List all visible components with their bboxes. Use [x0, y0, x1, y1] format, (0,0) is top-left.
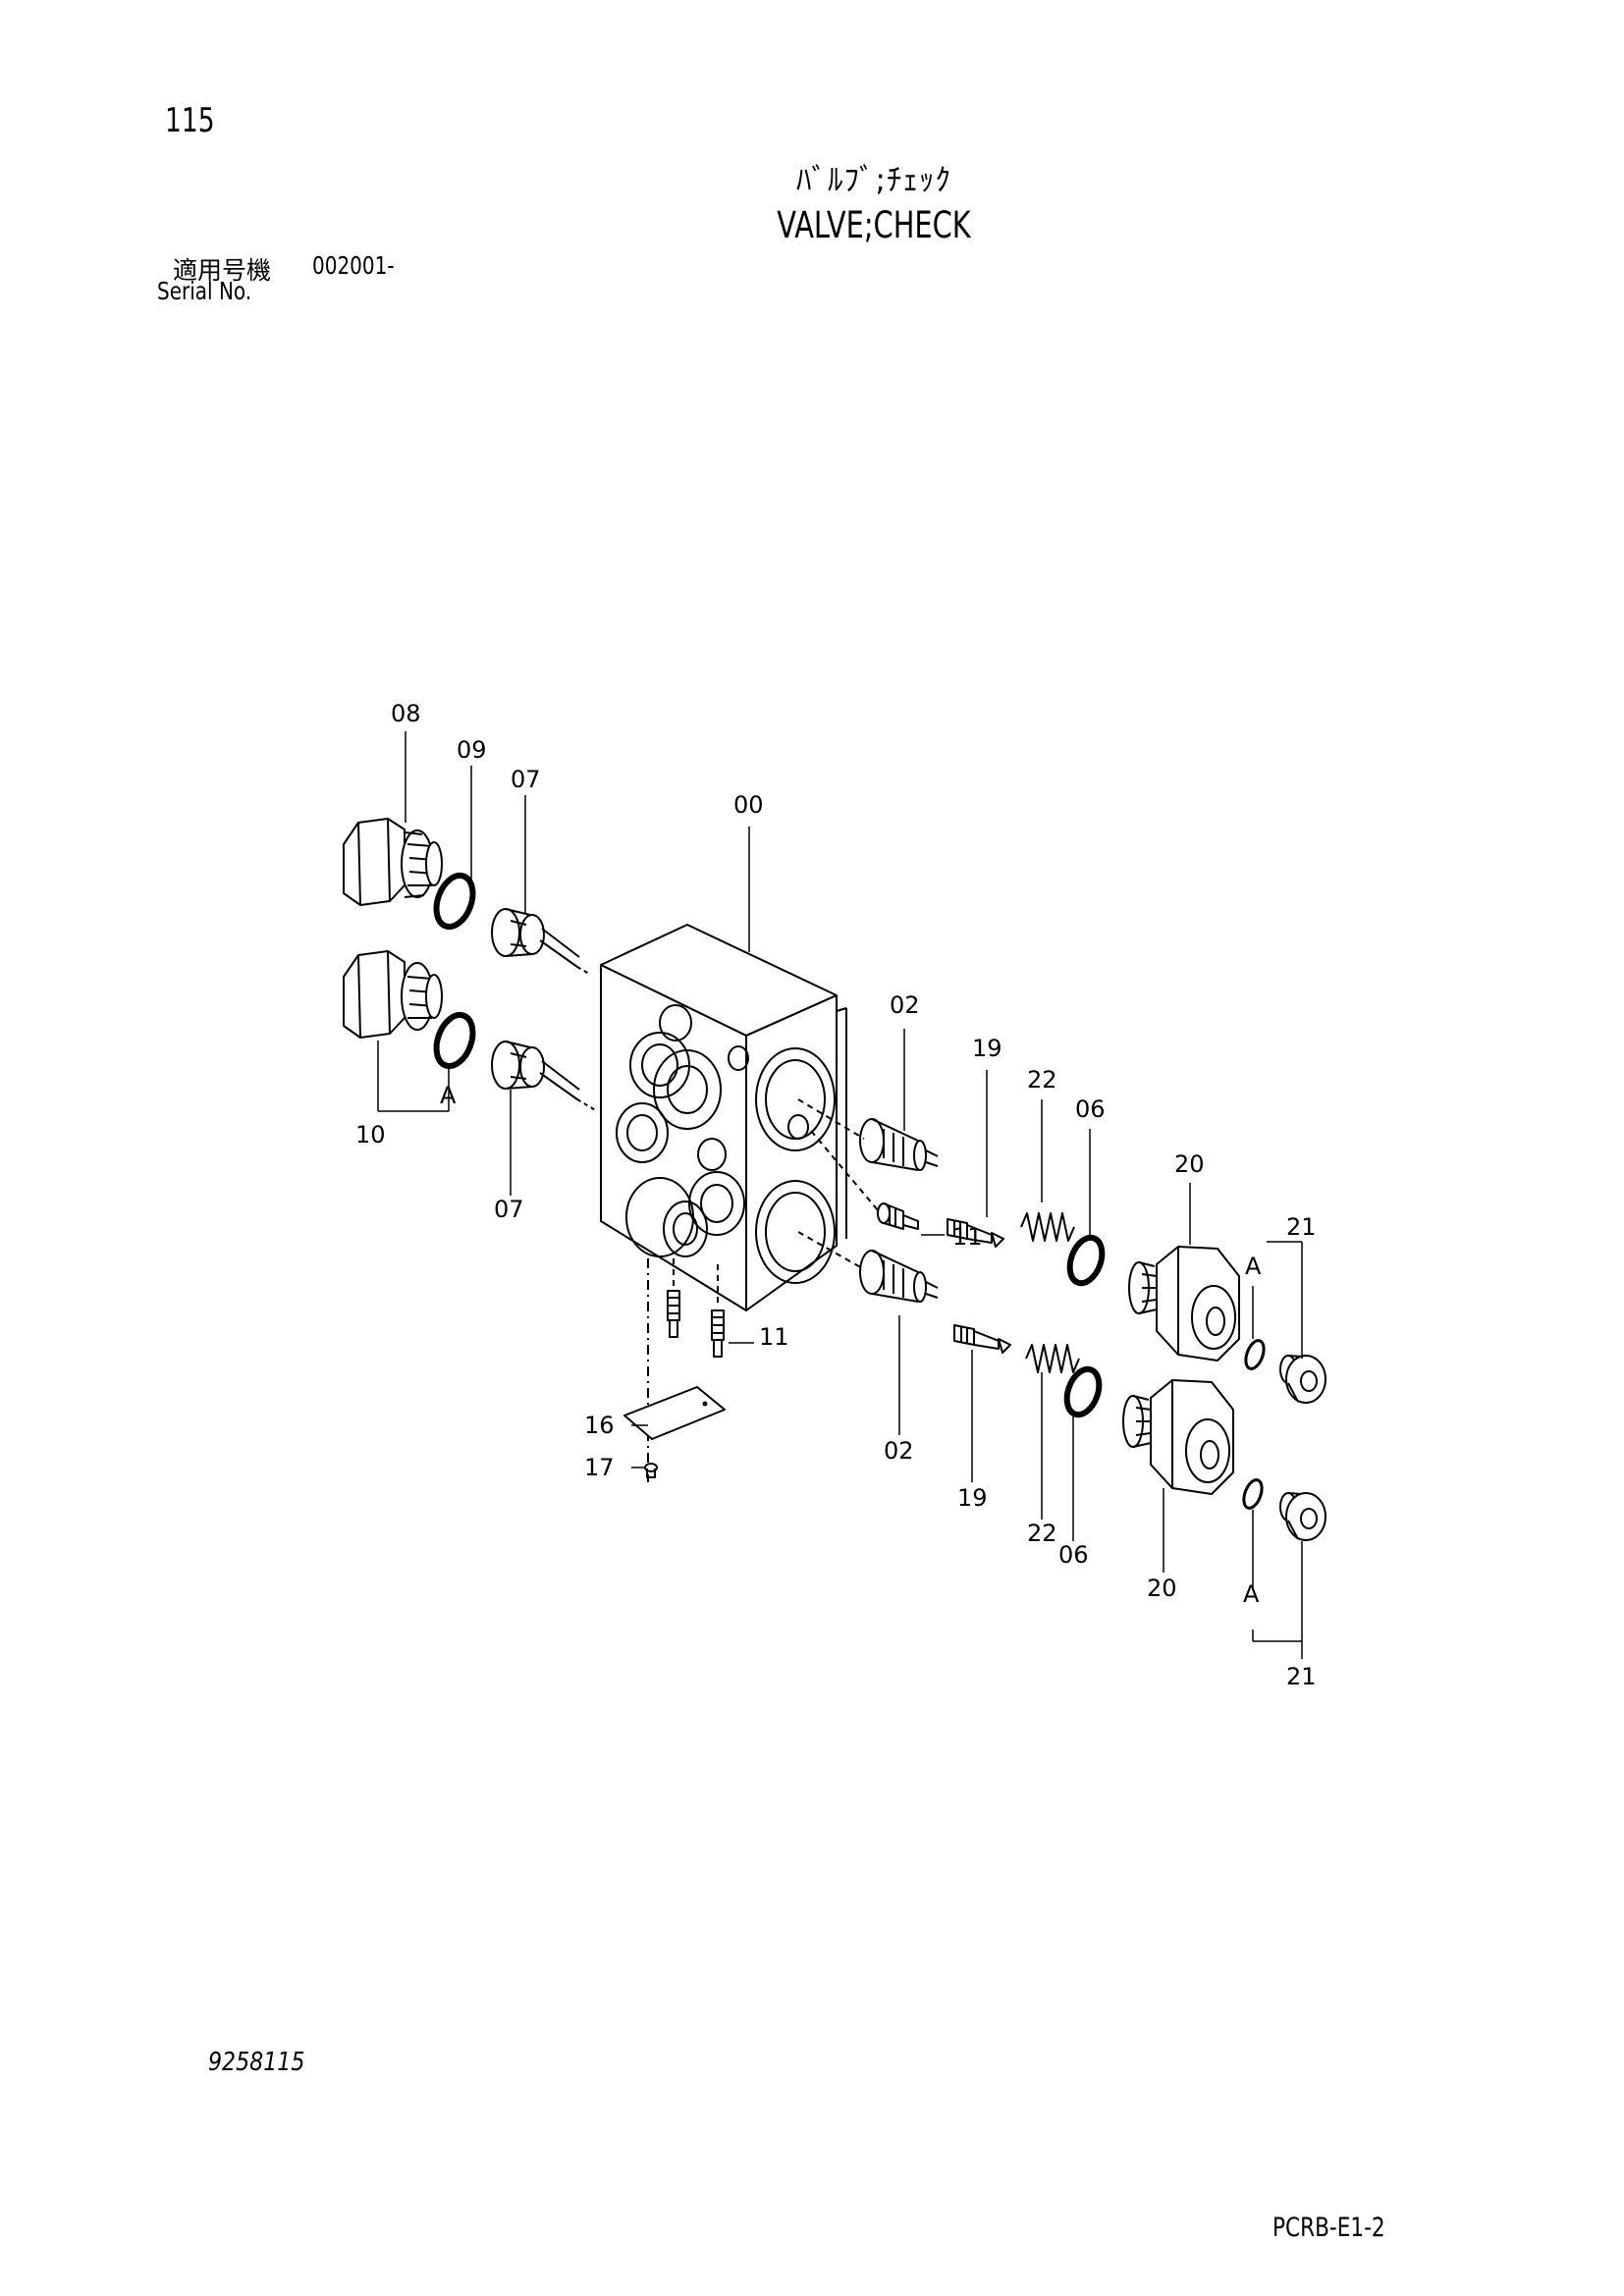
callout-06-top: 06 — [1075, 1095, 1106, 1123]
spool-07-lower — [491, 1041, 598, 1112]
check-19-upper — [947, 1218, 1004, 1248]
callout-07-top: 07 — [511, 766, 541, 793]
o-ring-a — [433, 1011, 476, 1070]
spool-07-upper — [491, 908, 590, 975]
callout-labels: 08 09 07 00 02 19 22 06 20 21 A 11 11 A … — [355, 700, 1317, 1690]
cap-20-upper — [1128, 1246, 1240, 1362]
callout-16: 16 — [584, 1412, 615, 1439]
serial-label-en: Serial No. — [157, 277, 252, 305]
callout-11-bottom: 11 — [759, 1323, 789, 1351]
page-code: PCRB-E1-2 — [1272, 2213, 1385, 2243]
plug-08 — [343, 818, 443, 906]
callout-17: 17 — [584, 1454, 615, 1481]
o-ring-21-lower — [1242, 1478, 1264, 1510]
callout-21-bottom: 21 — [1286, 1663, 1317, 1690]
check-19-lower — [953, 1324, 1011, 1354]
page-number: 115 — [165, 101, 215, 140]
callout-22-bottom: 22 — [1027, 1520, 1057, 1547]
spring-22-lower — [1025, 1344, 1080, 1373]
name-plate-16 — [623, 1386, 726, 1440]
seal-06-upper — [1066, 1234, 1106, 1287]
plug-21-upper — [1279, 1355, 1326, 1404]
orifice-11-side — [877, 1202, 919, 1230]
serial-label-jp: 適用号機 — [173, 256, 272, 285]
callout-02-top: 02 — [890, 991, 920, 1019]
callout-11-side: 11 — [952, 1223, 983, 1251]
cap-20-lower — [1122, 1379, 1234, 1495]
callout-a-left: A — [440, 1082, 457, 1109]
callout-07-bottom: 07 — [494, 1196, 524, 1223]
plug-10 — [343, 950, 443, 1039]
callout-22-top: 22 — [1027, 1066, 1057, 1094]
callout-02-bottom: 02 — [884, 1437, 914, 1465]
poppet-02-upper — [859, 1118, 939, 1171]
callout-20-bottom: 20 — [1147, 1575, 1177, 1602]
callout-20-top: 20 — [1174, 1150, 1205, 1178]
callout-21-top: 21 — [1286, 1213, 1317, 1241]
callout-a-right-top: A — [1245, 1253, 1262, 1280]
page-title-en: VALVE;CHECK — [777, 204, 971, 246]
screw-17 — [644, 1463, 658, 1478]
callout-00: 00 — [733, 791, 764, 819]
callout-09: 09 — [457, 736, 487, 764]
orifice-11-bottom — [667, 1290, 725, 1358]
o-ring-21-upper — [1244, 1339, 1266, 1370]
valve-body — [600, 924, 847, 1311]
callout-08: 08 — [391, 700, 421, 727]
callout-19-bottom: 19 — [957, 1484, 988, 1512]
spring-22-upper — [1020, 1212, 1075, 1242]
drawing-number: 9258115 — [208, 2048, 305, 2077]
callout-10: 10 — [355, 1121, 386, 1148]
callout-19-top: 19 — [972, 1035, 1002, 1062]
callout-06-bottom: 06 — [1058, 1541, 1089, 1569]
callout-a-right-bottom: A — [1243, 1580, 1260, 1608]
o-ring-09 — [433, 872, 476, 931]
page-title-jp: ﾊﾞﾙﾌﾞ;ﾁｪｯｸ — [796, 163, 951, 198]
serial-value: 002001- — [312, 251, 395, 280]
poppet-02-lower — [859, 1250, 939, 1303]
seal-06-lower — [1063, 1365, 1103, 1418]
plug-21-lower — [1279, 1492, 1326, 1541]
